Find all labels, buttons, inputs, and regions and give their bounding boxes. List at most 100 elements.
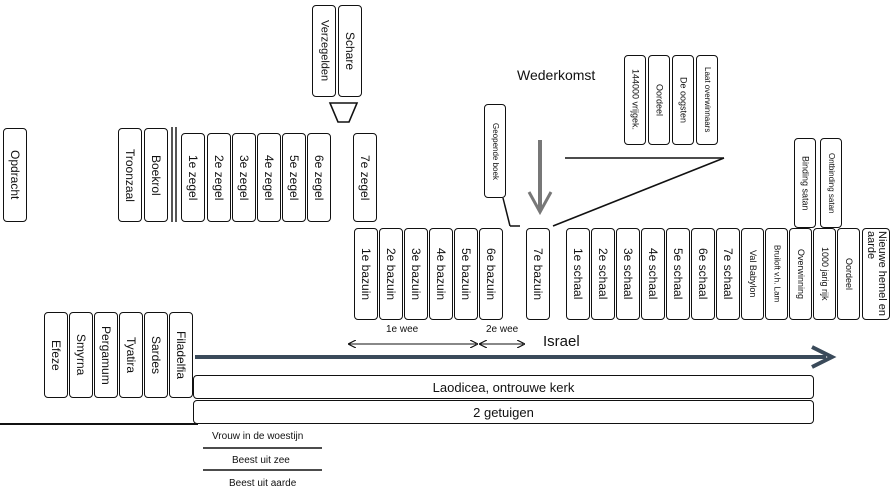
bowl-3-box: 3e schaal [616,228,640,320]
opdracht-label: Opdracht [8,150,22,200]
oordeel-box: Oordeel [837,228,860,320]
trumpet-5-box: 5e bazuin [454,228,478,320]
troonzaal-box: Troonzaal [118,128,142,222]
laodicea-label: Laodicea, ontrouwe kerk [432,379,575,395]
seal-7-box: 7e zegel [353,133,377,222]
trumpet-2-box: 2e bazuin [379,228,403,320]
bowl-7-box: 7e schaal [716,228,740,320]
bowl-label: 4e schaal [646,248,660,300]
1000-jarig-rijk-box: 1000 jarig rijk [813,228,836,320]
geopende-boek-box: Geopende boek [484,104,506,198]
bowl-label: Val Babylon [748,250,758,298]
funnel-shape [328,102,359,123]
harvest-oogsten-box: De oogsten [672,55,694,145]
trumpet-label: 3e bazuin [409,247,423,301]
bowl-label: Bruiloft v.h. Lam [772,245,782,303]
seal-2-box: 2e zegel [207,133,231,222]
church-efeze-box: Efeze [44,312,68,398]
trumpet-label: 4e bazuin [434,247,448,301]
bowl-6-box: 6e schaal [691,228,715,320]
beest-aarde-label: Beest uit aarde [229,478,297,489]
wee1-label: 1e wee [386,324,419,335]
harvest-label: Oordeel [654,83,665,117]
harvest-oordeel-box: Oordeel [648,55,670,145]
trumpet-7-box: 7e bazuin [526,228,550,320]
seal-6-box: 6e zegel [307,133,331,222]
seal-3-box: 3e zegel [232,133,256,222]
trumpet-label: 2e bazuin [384,247,398,301]
book-connector [502,197,511,227]
bowl-label: Overwinning [796,248,806,300]
trumpet-label: 7e bazuin [531,247,545,301]
opdracht-box: Opdracht [3,128,27,222]
harvest-diagonal [552,157,725,227]
trumpet-1-box: 1e bazuin [354,228,378,320]
ontbinding-satan-box: Ontbinding satan [820,138,842,228]
church-label: Efeze [49,339,63,371]
binding-satan-box: Binding satan [794,138,816,228]
binding-label: Binding satan [800,155,811,211]
trumpet-4-box: 4e bazuin [429,228,453,320]
boekrol-box: Boekrol [144,128,168,222]
beest-zee-label: Beest uit zee [232,455,290,466]
church-label: Tyatira [124,336,138,373]
bowl-label: Oordeel [844,257,854,291]
geopende-boek-label: Geopende boek [491,122,500,180]
wee2-label: 2e wee [486,324,519,335]
church-label: Sardes [149,335,163,375]
church-label: Filadelfia [174,330,188,380]
overwinning-box: Overwinning [789,228,812,320]
seal-1-box: 1e zegel [181,133,205,222]
seal-label: 4e zegel [262,154,276,201]
harvest-label: De oogsten [678,76,689,124]
seal-5-box: 5e zegel [282,133,306,222]
trumpet-label: 5e bazuin [459,247,473,301]
bowl-4-box: 4e schaal [641,228,665,320]
seal-label: 2e zegel [212,154,226,201]
schare-box: Schare [338,5,362,97]
boekrol-label: Boekrol [149,154,163,196]
bowl-label: 1000 jarig rijk [820,247,830,301]
seal-label: 3e zegel [237,154,251,201]
nieuwe-hemel-box: Nieuwe hemel en aarde [862,228,890,320]
verzegelden-label: Verzegelden [318,20,331,82]
harvest-144000-box: 144000 vrijgek. [624,55,646,145]
church-sardes-box: Sardes [144,312,168,398]
trumpet-label: 6e bazuin [484,247,498,301]
val-babylon-box: Val Babylon [741,228,764,320]
seal-label: 7e zegel [358,154,372,201]
bowl-label: 5e schaal [671,248,685,300]
bowl-5-box: 5e schaal [666,228,690,320]
seal-label: 5e zegel [287,154,301,201]
seal-label: 1e zegel [186,154,200,201]
seal-label: 6e zegel [312,154,326,201]
wederkomst-label: Wederkomst [517,67,596,83]
church-tyatira-box: Tyatira [119,312,143,398]
vrouw-label: Vrouw in de woestijn [212,431,304,442]
schare-label: Schare [343,31,357,71]
bowl-label: 3e schaal [621,248,635,300]
bowl-label: 1e schaal [571,248,585,300]
trumpet-label: 1e bazuin [359,247,373,301]
bowl-2-box: 2e schaal [591,228,615,320]
getuigen-label: 2 getuigen [473,404,534,420]
israel-label: Israel [543,333,580,350]
church-pergamum-box: Pergamum [94,312,118,398]
church-label: Smyrna [74,334,88,376]
church-filadelfia-box: Filadelfia [169,312,193,398]
harvest-label: 144000 vrijgek. [630,69,641,131]
bowl-1-box: 1e schaal [566,228,590,320]
trumpet-6-box: 6e bazuin [479,228,503,320]
bowl-label: 2e schaal [596,248,610,300]
trumpet-3-box: 3e bazuin [404,228,428,320]
bruiloft-box: Bruiloft v.h. Lam [765,228,788,320]
ontbinding-label: Ontbinding satan [827,152,836,214]
verzegelden-box: Verzegelden [312,5,336,97]
church-smyrna-box: Smyrna [69,312,93,398]
church-label: Pergamum [99,325,113,385]
troonzaal-label: Troonzaal [123,148,137,202]
getuigen-bar: 2 getuigen [193,400,814,424]
bowl-label: Nieuwe hemel en aarde [865,231,888,316]
seal-4-box: 4e zegel [257,133,281,222]
